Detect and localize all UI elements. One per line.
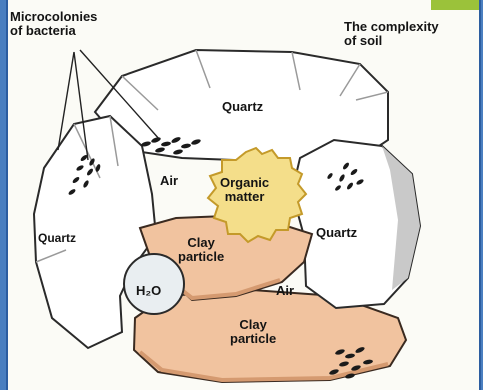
label-h2o: H₂O — [136, 284, 161, 298]
label-complexity-of-soil: The complexity of soil — [344, 20, 439, 49]
label-air-right: Air — [276, 284, 294, 298]
label-organic-matter: Organic matter — [220, 176, 269, 205]
label-quartz-right: Quartz — [316, 226, 357, 240]
label-clay-particle-lower: Clay particle — [230, 318, 276, 347]
label-microcolonies: Microcolonies of bacteria — [10, 10, 97, 39]
label-air-left: Air — [160, 174, 178, 188]
label-quartz-left: Quartz — [38, 232, 76, 245]
label-clay-particle-upper: Clay particle — [178, 236, 224, 265]
label-quartz-top: Quartz — [222, 100, 263, 114]
